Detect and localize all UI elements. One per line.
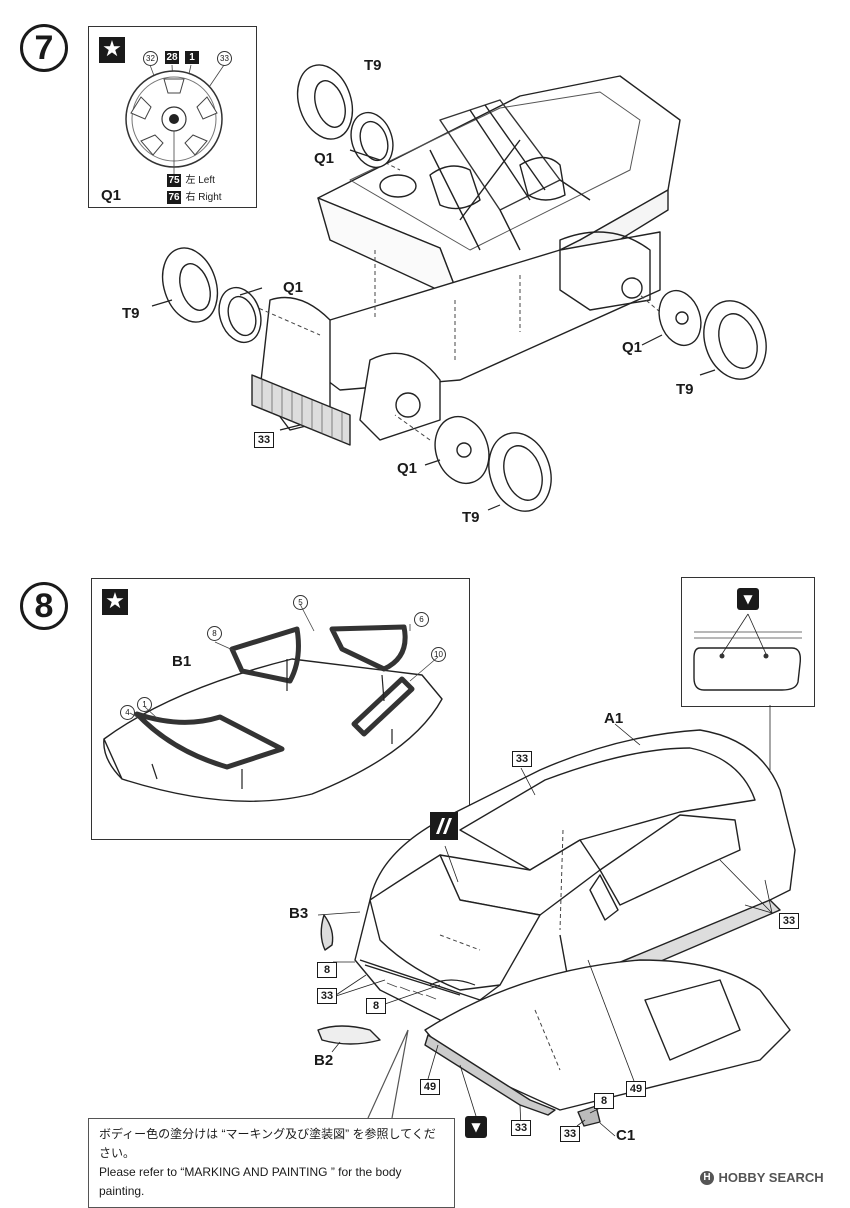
part-75-label: 75 [167, 174, 181, 187]
step-8-number: 8 [20, 582, 68, 630]
left-text: 左 Left [185, 175, 215, 186]
part-33-bottom: 33 [511, 1120, 531, 1136]
part-33-roof: 33 [512, 751, 532, 767]
decal-icon [430, 812, 458, 840]
inset-part-b1: B1 [172, 653, 192, 670]
part-10-label: 10 [431, 647, 446, 662]
paint-icon: ▼ [737, 588, 759, 610]
part-t9-bottom: T9 [462, 509, 480, 526]
part-28-label: 28 [165, 51, 179, 64]
inset-part-q1: Q1 [101, 187, 122, 204]
part-q1-top: Q1 [314, 150, 335, 167]
part-8-front: 8 [317, 962, 337, 978]
body-painting-note: ボディー色の塗分けは “マーキング及び塗装図” を参照してください。 Pleas… [88, 1118, 455, 1208]
note-english: Please refer to “MARKING AND PAINTING ” … [99, 1165, 402, 1198]
part-33-label: 33 [217, 51, 232, 66]
part-33-c1: 33 [560, 1126, 580, 1142]
part-q1-right: Q1 [622, 339, 643, 356]
paint-icon: ▼ [465, 1116, 487, 1138]
left-instruction: 75 左 Left [167, 170, 215, 188]
part-q1-bottom: Q1 [397, 460, 418, 477]
part-49-rear: 49 [626, 1081, 646, 1097]
part-c1: C1 [616, 1127, 636, 1144]
chassis-drawing [151, 64, 767, 512]
part-1-label: 1 [137, 697, 152, 712]
part-8-label: 8 [207, 626, 222, 641]
right-text: 右 Right [185, 192, 222, 203]
part-6-label: 6 [414, 612, 429, 627]
part-76-label: 76 [167, 191, 181, 204]
part-t9-left: T9 [122, 305, 140, 322]
part-8-c1: 8 [594, 1093, 614, 1109]
part-4-label: 4 [120, 705, 135, 720]
part-b2: B2 [314, 1052, 334, 1069]
part-5-label: 5 [293, 595, 308, 610]
star-icon: ★ [102, 589, 128, 615]
part-t9-right: T9 [676, 381, 694, 398]
part-t9-top: T9 [364, 57, 382, 74]
right-instruction: 76 右 Right [167, 187, 222, 205]
part-q1-left: Q1 [283, 279, 304, 296]
part-a1: A1 [604, 710, 624, 727]
wheel-drawing [125, 64, 225, 175]
step-7-number: 7 [20, 24, 68, 72]
star-icon: ★ [99, 37, 125, 63]
part-33-side: 33 [779, 913, 799, 929]
step-7-wheel-inset: ★ 32 28 1 33 75 左 Left 76 右 Right Q1 [88, 26, 257, 208]
note-japanese: ボディー色の塗分けは “マーキング及び塗装図” を参照してください。 [99, 1127, 436, 1160]
part-8-bumper: 8 [366, 998, 386, 1014]
step-8-hood-inset: ★ B1 8 5 6 10 1 4 [91, 578, 470, 840]
hood-drawing [103, 603, 443, 802]
hobby-search-logo: H HOBBY SEARCH [700, 1169, 824, 1187]
mirror-drawing [693, 613, 802, 691]
part-49-front: 49 [420, 1079, 440, 1095]
part-33-front: 33 [317, 988, 337, 1004]
step-8-mirror-inset: ▼ [681, 577, 815, 707]
part-1-label: 1 [185, 51, 199, 64]
part-33-radiator: 33 [254, 432, 274, 448]
watermark-text: HOBBY SEARCH [718, 1170, 824, 1185]
part-b3: B3 [289, 905, 309, 922]
